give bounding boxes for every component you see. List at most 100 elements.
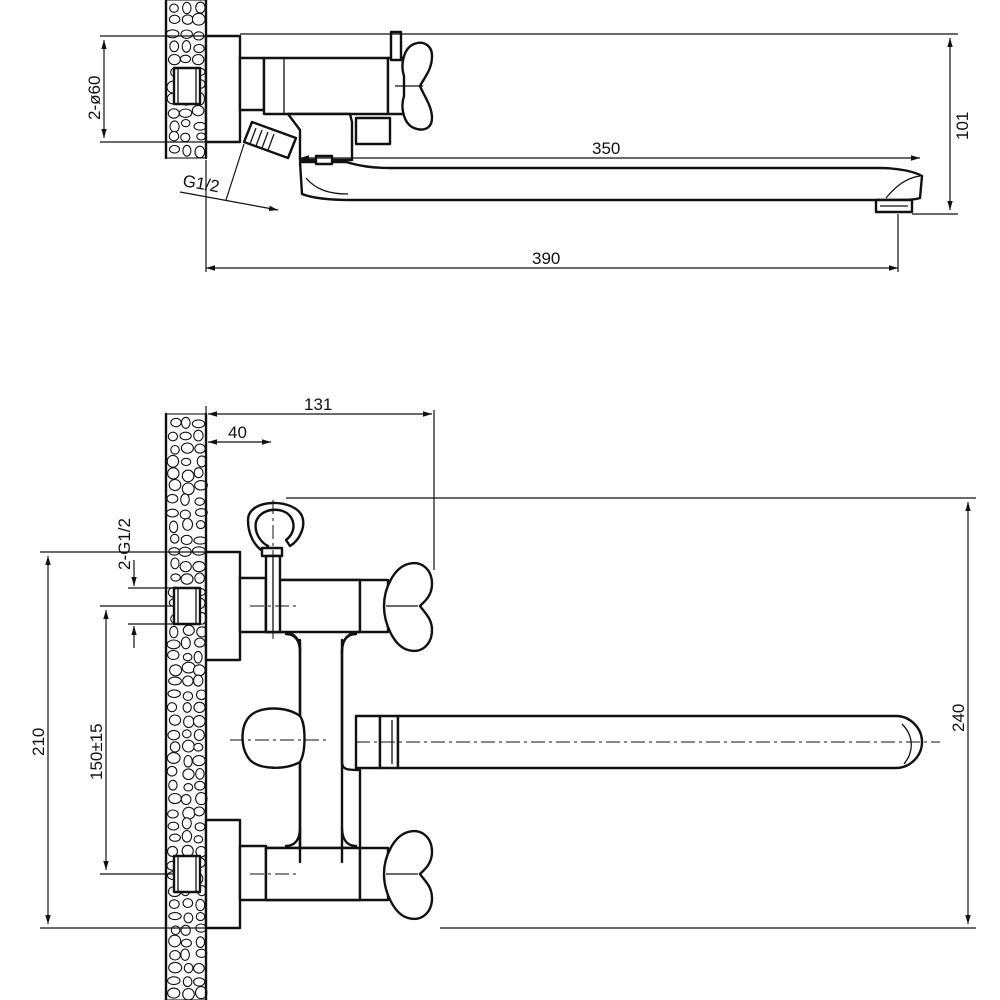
wall-stone [192, 664, 206, 677]
dimension-handle-reach: 131 [205, 395, 435, 570]
wall-stone [181, 14, 194, 25]
wall-stone [170, 444, 180, 455]
valve-handle-top[interactable] [386, 30, 434, 131]
wall-stone [180, 457, 192, 467]
wall-stone [169, 3, 179, 13]
wall-stone [168, 676, 182, 686]
top-view: 2-ø60 G1/2 350 390 101 [85, 0, 972, 272]
wall-stone [170, 925, 181, 936]
wall-stone [179, 431, 192, 441]
dimension-depth: 101 [240, 33, 972, 215]
wall-stone [193, 467, 204, 479]
wall-stone [168, 520, 179, 534]
wall-stone [181, 40, 192, 53]
wall-stone [194, 443, 206, 454]
wall-stone [169, 950, 181, 961]
wall-stone [169, 625, 179, 639]
wall-stone [182, 691, 194, 701]
wall-stone [165, 508, 179, 518]
wall-stone [170, 557, 180, 570]
wall-stone [169, 741, 181, 753]
wall-stone [193, 650, 203, 664]
wall-stone [181, 729, 192, 739]
wall-stone [168, 792, 182, 805]
wall-stone [168, 899, 180, 909]
wall-stone [167, 809, 179, 819]
label-g1-2-outlet: G1/2 [181, 171, 221, 196]
wall-stone [180, 442, 194, 454]
wall-stone [181, 817, 192, 830]
wall-stone [169, 664, 183, 677]
label-2-o60: 2-ø60 [85, 76, 104, 120]
wall-stone [194, 780, 206, 791]
wall-stone [168, 14, 181, 24]
wall-stone [180, 938, 192, 948]
wall-stone [167, 431, 179, 442]
valve-handle-upper[interactable] [358, 561, 434, 653]
wall-stone [193, 977, 206, 987]
wall-stone [193, 429, 204, 442]
wall-stone [180, 636, 191, 650]
wall-stone [182, 987, 195, 1000]
wall-stone [168, 934, 182, 948]
wall-stone [191, 546, 206, 556]
wall-stone [196, 132, 207, 141]
wall-stone [182, 898, 194, 909]
wall-stone [180, 794, 192, 805]
wall-stone [166, 765, 178, 777]
wall-stone [194, 822, 206, 832]
wall-stone [167, 689, 181, 699]
wall-stone [180, 534, 193, 546]
escutcheon-flange [204, 34, 266, 144]
dimension-inlet-thread: 2-G1/2 [115, 518, 174, 648]
dimension-inlet-spacing: 150±15 [87, 605, 174, 875]
wall-stone [167, 108, 180, 119]
center-lines [230, 500, 940, 875]
wall-section-front [164, 412, 208, 1000]
wall-stone [183, 715, 195, 729]
wall-stone-texture [165, 1, 207, 159]
wall-stone [195, 936, 206, 948]
wall-stone [179, 509, 191, 520]
wall-inlet-upper [172, 586, 202, 626]
label-101: 101 [953, 112, 972, 140]
wall-stone [166, 702, 178, 713]
wall-stone [179, 54, 192, 64]
wall-stone [169, 120, 180, 133]
dimension-body-height: 210 [29, 551, 206, 929]
valve-handle-lower[interactable] [358, 829, 434, 921]
wall-stone [192, 715, 206, 728]
wall-stone [194, 508, 208, 517]
wall-stone [192, 561, 206, 573]
wall-stone [193, 121, 207, 131]
wall-stone [193, 701, 206, 714]
label-390: 390 [532, 249, 560, 268]
wall-stone [194, 572, 205, 584]
dimension-total-height: 240 [286, 497, 976, 929]
label-150-15: 150±15 [87, 723, 106, 780]
wall-stone [183, 754, 193, 768]
escutcheon-lower [204, 818, 268, 930]
wall-stone [180, 493, 190, 506]
hose-outlet-connector [242, 120, 298, 160]
wall-stone [168, 961, 183, 974]
wall-stone [182, 517, 194, 531]
wall-stone [180, 948, 190, 961]
wall-stone [194, 637, 206, 648]
wall-stone [178, 108, 193, 118]
wall-stone [181, 482, 195, 496]
wall-inlet-fitting [172, 66, 202, 106]
wall-stone [192, 755, 206, 767]
label-350: 350 [592, 139, 620, 158]
spout-top [298, 154, 924, 214]
wall-stone [183, 962, 194, 974]
wall-stone [168, 714, 182, 726]
wall-stone [166, 493, 179, 504]
wall-stone [191, 419, 206, 429]
wall-stone [193, 835, 204, 844]
label-240: 240 [949, 704, 968, 732]
wall-stone [166, 752, 181, 764]
wall-stone [168, 779, 178, 791]
wall-stone [180, 416, 191, 429]
dimension-spout-length: 350 [300, 139, 920, 161]
